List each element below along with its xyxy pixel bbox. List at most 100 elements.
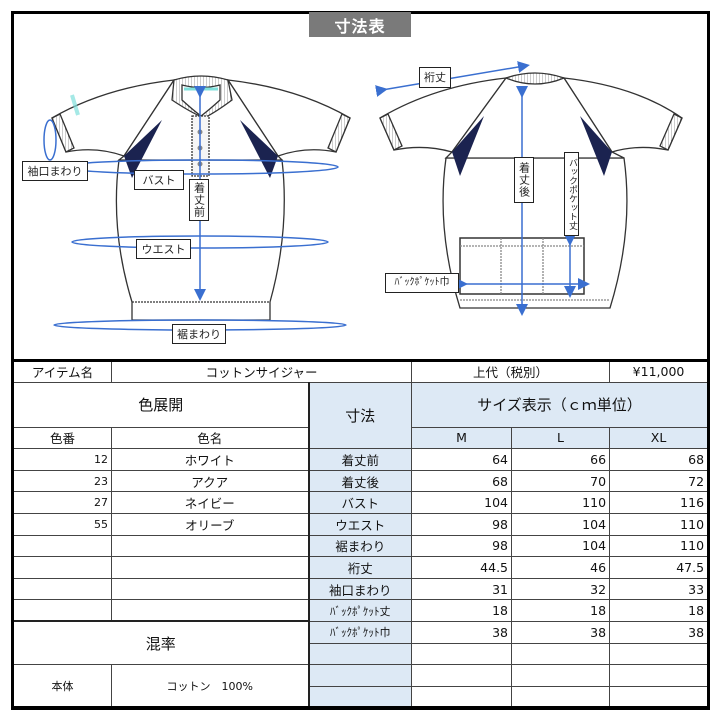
size-value-m: 31 (411, 577, 513, 601)
size-value-m: 44.5 (411, 556, 513, 579)
color-name: ネイビー (111, 491, 309, 514)
callout-yuki: 裄丈 (419, 67, 451, 88)
table-row: 袖口まわり 31 32 33 (12, 577, 710, 601)
shirt-diagram-icon (43, 61, 683, 331)
color-name-header: 色名 (111, 426, 309, 450)
size-value-m (411, 685, 513, 709)
dimension-label: ﾊﾞｯｸﾎﾟｹｯﾄ丈 (307, 599, 413, 622)
dimension-label (307, 642, 413, 666)
color-name: ホワイト (111, 448, 309, 471)
dimension-header: 寸法 (307, 381, 413, 450)
table-row: 12 ホワイト 着丈前 64 66 68 (12, 448, 710, 471)
color-name (111, 534, 309, 558)
color-name (111, 577, 309, 601)
color-number: 12 (12, 448, 112, 471)
size-value-xl: 18 (609, 599, 710, 622)
size-value-l (511, 642, 611, 666)
size-value-l (511, 664, 611, 687)
size-value-m: 64 (411, 448, 513, 471)
callout-back-pocket-length: バックポケット丈 (564, 152, 579, 236)
callout-sleeve-opening: 袖口まわり (22, 161, 88, 181)
table-row: 裾まわり 98 104 110 (12, 534, 710, 558)
dimension-label (307, 664, 413, 687)
size-value-m: 98 (411, 512, 513, 536)
size-value-l: 66 (511, 448, 611, 471)
size-value-m (411, 642, 513, 666)
callout-front-length: 着丈前 (189, 179, 209, 221)
callout-back-pocket-width: ﾊﾞｯｸﾎﾟｹｯﾄ巾 (385, 273, 459, 293)
item-row: アイテム名 コットンサイジャー 上代（税別） ¥11,000 (12, 360, 710, 383)
table-row: 23 アクア 着丈後 68 70 72 (12, 469, 710, 493)
subheader-row: 色番 色名 M L XL (12, 426, 710, 450)
size-value-xl: 110 (609, 512, 710, 536)
dimension-label: ﾊﾞｯｸﾎﾟｹｯﾄ巾 (307, 620, 413, 644)
header-row: 色展開 寸法 サイズ表示（ｃｍ単位） (12, 381, 710, 450)
dimension-label: 裾まわり (307, 534, 413, 558)
callout-back-length: 着丈後 (514, 157, 534, 203)
table-row: 裄丈 44.5 46 47.5 (12, 556, 710, 579)
size-value-xl: 68 (609, 448, 710, 471)
spec-table: アイテム名 コットンサイジャー 上代（税別） ¥11,000 色展開 寸法 サイ… (11, 359, 711, 710)
callout-bust: バスト (134, 170, 184, 190)
dimension-label (307, 685, 413, 709)
table-row: 27 ネイビー バスト 104 110 116 (12, 491, 710, 514)
size-value-xl: 110 (609, 534, 710, 558)
price-value: ¥11,000 (609, 360, 710, 383)
color-number: 23 (12, 469, 112, 493)
size-value-l: 32 (511, 577, 611, 601)
price-label: 上代（税別） (411, 360, 611, 383)
size-value-m: 68 (411, 469, 513, 493)
size-value-xl (609, 685, 710, 709)
size-value-xl: 33 (609, 577, 710, 601)
table-row: 55 オリーブ ウエスト 98 104 110 (12, 512, 710, 536)
dimension-label: 裄丈 (307, 556, 413, 579)
color-number: 55 (12, 512, 112, 536)
color-section-header: 色展開 (12, 381, 309, 428)
table-row: 混率 ﾊﾞｯｸﾎﾟｹｯﾄ巾 38 38 38 (12, 620, 710, 666)
size-m-header: M (411, 426, 513, 450)
size-value-m: 104 (411, 491, 513, 514)
size-value-m: 38 (411, 620, 513, 644)
dimension-label: 袖口まわり (307, 577, 413, 601)
color-name: オリーブ (111, 512, 309, 536)
color-number-header: 色番 (12, 426, 112, 450)
color-name (111, 599, 309, 622)
table-row: 本体 コットン 100% (12, 664, 710, 709)
table-row: ﾊﾞｯｸﾎﾟｹｯﾄ丈 18 18 18 (12, 599, 710, 622)
size-value-m: 98 (411, 534, 513, 558)
item-name-value: コットンサイジャー (110, 360, 413, 383)
size-value-xl (609, 664, 710, 687)
color-number (12, 599, 112, 622)
size-value-l: 70 (511, 469, 611, 493)
dimension-label: 着丈後 (307, 469, 413, 493)
size-value-l (511, 685, 611, 709)
size-value-l: 104 (511, 534, 611, 558)
size-value-xl (609, 642, 710, 666)
size-l-header: L (511, 426, 611, 450)
color-name: アクア (111, 469, 309, 493)
size-value-l: 46 (511, 556, 611, 579)
blend-header: 混率 (12, 620, 309, 666)
size-value-xl: 72 (609, 469, 710, 493)
size-header: サイズ表示（ｃｍ単位） (411, 381, 710, 428)
callout-waist: ウエスト (136, 239, 191, 259)
size-value-m: 18 (411, 599, 513, 622)
item-name-label: アイテム名 (12, 360, 112, 383)
callout-hem: 裾まわり (172, 324, 226, 344)
size-value-l: 18 (511, 599, 611, 622)
blend-composition: コットン 100% (111, 664, 309, 709)
color-number (12, 534, 112, 558)
size-value-l: 110 (511, 491, 611, 514)
color-number: 27 (12, 491, 112, 514)
size-value-xl: 38 (609, 620, 710, 644)
page-title: 寸法表 (309, 12, 411, 37)
blend-part: 本体 (12, 664, 112, 709)
size-value-xl: 116 (609, 491, 710, 514)
garment-illustration: 袖口まわり バスト 着丈前 ウエスト 裾まわり 裄丈 着丈後 バックポケット丈 … (14, 40, 707, 358)
size-xl-header: XL (609, 426, 710, 450)
dimension-label: 着丈前 (307, 448, 413, 471)
size-value-l: 104 (511, 512, 611, 536)
dimension-label: バスト (307, 491, 413, 514)
color-name (111, 556, 309, 579)
size-value-m (411, 664, 513, 687)
